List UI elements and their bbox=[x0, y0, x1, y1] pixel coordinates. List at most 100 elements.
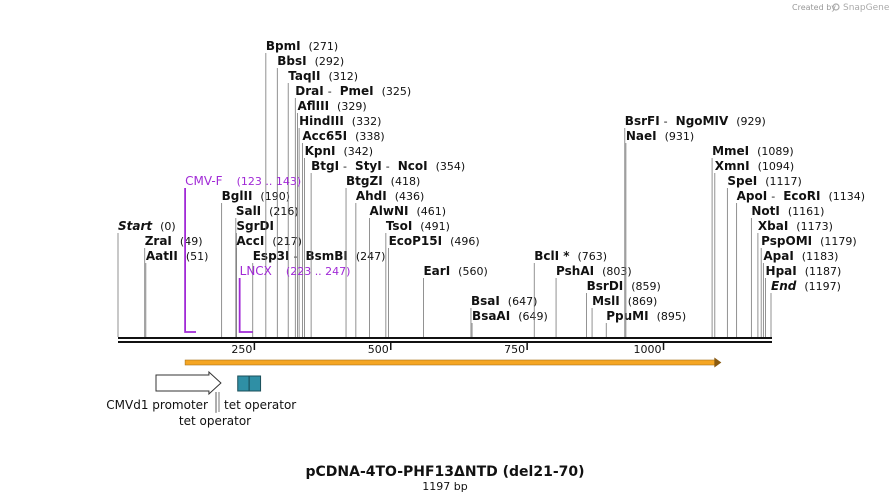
site-afliii[interactable]: AflIII(329) bbox=[297, 99, 367, 337]
feature-cmvd1-promoter[interactable]: CMVd1 promoter bbox=[106, 370, 222, 412]
primer-cmv-f[interactable]: CMV-F(123 .. 143) bbox=[184, 174, 302, 333]
site-position: (190) bbox=[260, 190, 290, 203]
site-position: (418) bbox=[391, 175, 421, 188]
site-apai[interactable]: ApaI(1183) bbox=[762, 249, 838, 337]
site-esp3i[interactable]: Esp3I-BsmBI(247) bbox=[252, 249, 386, 337]
site-position: (271) bbox=[309, 40, 339, 53]
site-noti[interactable]: NotI (1161) bbox=[750, 204, 825, 337]
primer-lncx[interactable]: LNCX(223 .. 247) bbox=[238, 264, 351, 333]
site-hindiii[interactable]: HindIII(332) bbox=[298, 114, 381, 337]
site-naei[interactable]: NaeI(931) bbox=[625, 129, 694, 337]
site-enzyme-name: NcoI bbox=[398, 159, 428, 173]
scale-tick-label: 1000 bbox=[634, 343, 662, 356]
site-position: (329) bbox=[337, 100, 367, 113]
site-ecop15i[interactable]: EcoP15I(496) bbox=[388, 234, 480, 337]
site-bbsi[interactable]: BbsI(292) bbox=[276, 54, 344, 337]
orf-arrowhead-icon bbox=[714, 357, 722, 368]
site-hpai[interactable]: HpaI(1187) bbox=[765, 264, 842, 337]
promoter-arrow-icon bbox=[155, 370, 222, 396]
snapgene-logo-icon bbox=[832, 3, 840, 11]
credit-prefix: Created by bbox=[792, 3, 836, 12]
site-position: (560) bbox=[458, 265, 488, 278]
site-position: (338) bbox=[355, 130, 385, 143]
site-pspomi[interactable]: PspOMI (1179) bbox=[760, 234, 857, 337]
site-bglii[interactable]: BglII (190) bbox=[221, 189, 290, 337]
site-bsaai[interactable]: BsaAI(649) bbox=[471, 309, 548, 337]
site-enzyme-name: Acc65I bbox=[302, 129, 347, 143]
site-end[interactable]: End(1197) bbox=[770, 279, 841, 337]
site-start[interactable]: Start (0) bbox=[117, 219, 176, 337]
site-alwni[interactable]: AlwNI(461) bbox=[369, 204, 446, 337]
site-position: (436) bbox=[395, 190, 425, 203]
site-aatii[interactable]: AatII(51) bbox=[145, 249, 209, 337]
site-bsai[interactable]: BsaI(647) bbox=[470, 294, 537, 337]
site-bsrdi[interactable]: BsrDI(859) bbox=[586, 279, 661, 337]
site-enzyme-name: Start bbox=[118, 219, 153, 233]
site-spei[interactable]: SpeI(1117) bbox=[726, 174, 802, 337]
map-title: pCDNA-4TO-PHF13ΔNTD (del21-70) bbox=[305, 464, 584, 480]
site-apoi[interactable]: ApoI-EcoRI(1134) bbox=[736, 189, 865, 337]
site-enzyme-name: ApaI bbox=[763, 249, 793, 263]
site-ppumi[interactable]: PpuMI(895) bbox=[605, 309, 687, 337]
site-btgzi[interactable]: BtgZI (418) bbox=[345, 174, 421, 337]
site-btgi[interactable]: BtgI-StyI-NcoI(354) bbox=[310, 159, 466, 337]
site-enzyme-name: BglII bbox=[222, 189, 253, 203]
feature-tet-operator-2[interactable]: tet operator bbox=[218, 375, 296, 412]
site-mmei[interactable]: MmeI(1089) bbox=[711, 144, 794, 337]
site-position: (51) bbox=[186, 250, 209, 263]
site-enzyme-name: DraI bbox=[295, 84, 323, 98]
site-drai[interactable]: DraI - PmeI (325) bbox=[294, 84, 412, 337]
site-position: (325) bbox=[382, 85, 412, 98]
site-position: (217) bbox=[272, 235, 302, 248]
site-acc65i[interactable]: Acc65I (338) bbox=[301, 129, 385, 337]
site-enzyme-name: PspOMI bbox=[761, 234, 812, 248]
operator-label: tet operator bbox=[179, 414, 251, 428]
site-position: (763) bbox=[578, 250, 608, 263]
site-enzyme-name: MslI bbox=[592, 294, 620, 308]
site-position: (1179) bbox=[820, 235, 857, 248]
site-position: (895) bbox=[657, 310, 687, 323]
site-eari[interactable]: EarI(560) bbox=[423, 264, 488, 337]
scale-tick-label: 750 bbox=[504, 343, 525, 356]
site-separator: - bbox=[386, 160, 390, 173]
site-position: (869) bbox=[628, 295, 658, 308]
site-position: (354) bbox=[436, 160, 466, 173]
site-enzyme-name: MmeI bbox=[712, 144, 749, 158]
site-ahdi[interactable]: AhdI(436) bbox=[355, 189, 425, 337]
site-position: (859) bbox=[631, 280, 661, 293]
operator-label: tet operator bbox=[224, 398, 296, 412]
site-bcli[interactable]: BclI * (763) bbox=[533, 249, 608, 337]
site-acci[interactable]: AccI(217) bbox=[235, 234, 302, 337]
site-enzyme-name: BtgZI bbox=[346, 174, 383, 188]
map-subtitle: 1197 bp bbox=[422, 480, 467, 493]
site-bsrfi[interactable]: BsrFI-NgoMIV(929) bbox=[624, 114, 766, 337]
site-enzyme-name: BbsI bbox=[277, 54, 306, 68]
scale-tick-label: 250 bbox=[231, 343, 252, 356]
site-enzyme-name: EcoRI bbox=[783, 189, 820, 203]
site-tsoi[interactable]: TsoI(491) bbox=[385, 219, 450, 337]
site-position: (803) bbox=[602, 265, 632, 278]
site-enzyme-name: XbaI bbox=[758, 219, 788, 233]
bottom-strand-line bbox=[118, 341, 772, 343]
site-enzyme-name: NgoMIV bbox=[676, 114, 729, 128]
site-bpmi[interactable]: BpmI(271) bbox=[265, 39, 339, 337]
site-position: (0) bbox=[160, 220, 176, 233]
site-pshai[interactable]: PshAI(803) bbox=[555, 264, 632, 337]
site-xmni[interactable]: XmnI(1094) bbox=[714, 159, 794, 337]
site-enzyme-name: NotI bbox=[751, 204, 780, 218]
operator-box-icon bbox=[237, 375, 250, 392]
primer-range: (123 .. 143) bbox=[237, 175, 302, 188]
site-taqii[interactable]: TaqII(312) bbox=[287, 69, 358, 337]
site-xbai[interactable]: XbaI(1173) bbox=[757, 219, 833, 337]
site-position: (216) bbox=[269, 205, 299, 218]
site-position: (1117) bbox=[765, 175, 802, 188]
site-kpni[interactable]: KpnI(342) bbox=[304, 144, 373, 337]
site-enzyme-name: PmeI bbox=[340, 84, 374, 98]
site-position: (461) bbox=[416, 205, 446, 218]
site-position: (1161) bbox=[788, 205, 825, 218]
site-sali[interactable]: SalI(216) bbox=[235, 204, 299, 337]
promoter-label: CMVd1 promoter bbox=[106, 398, 208, 412]
site-msli[interactable]: MslI (869) bbox=[591, 294, 658, 337]
site-enzyme-name: BclI * bbox=[534, 249, 570, 263]
